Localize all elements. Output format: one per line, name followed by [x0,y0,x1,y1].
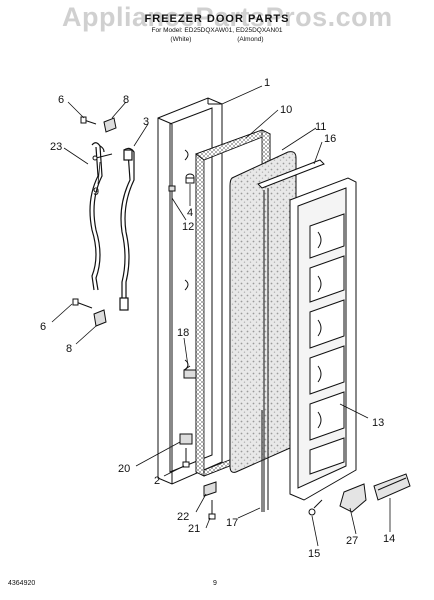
callout-6b: 6 [40,321,46,333]
bracket-27 [339,483,367,513]
screw-15 [308,499,323,516]
callout-numbers: 1 10 11 16 8 6 3 23 9 4 12 18 13 6 8 20 … [40,77,395,560]
door-handle [89,142,105,291]
callout-22: 22 [177,511,189,523]
callout-18: 18 [177,327,189,339]
color-variants: (White) (Almond) [0,36,434,43]
watermark: AppliancePartsPros.com [62,2,393,32]
callout-12: 12 [182,221,194,233]
callout-8b: 8 [66,343,72,355]
door-stop-18 [183,365,197,379]
screw-9 [92,153,113,161]
page-number: 9 [213,580,217,587]
leader-lines [51,85,391,547]
diagram-title: FREEZER DOOR PARTS [144,13,290,25]
callout-13: 13 [372,417,384,429]
callout-15: 15 [308,548,320,560]
callout-21: 21 [188,523,200,535]
handle-screw-bottom [72,298,107,327]
door-outer-panel [157,97,223,485]
callout-6: 6 [58,94,64,106]
callout-2: 2 [154,475,160,487]
model-numbers: For Model: ED25DQXAW01, ED25DQXAN01 [151,27,283,34]
callout-9: 9 [93,186,99,198]
bottom-hinge [179,433,193,468]
callout-17: 17 [226,517,238,529]
liner-trim-strip [257,159,325,512]
callout-16: 16 [324,133,336,145]
callout-20: 20 [118,463,130,475]
door-insulation [229,151,297,473]
callout-4: 4 [187,207,193,219]
handle-screw-top [80,116,117,133]
callout-1: 1 [264,77,270,89]
handle-trim [119,147,135,311]
callout-10: 10 [280,104,292,116]
callout-8: 8 [123,94,129,106]
callout-14: 14 [383,533,395,545]
variant-white: (White) [170,36,192,43]
trim-14 [373,473,411,501]
document-number: 4364920 [8,580,36,587]
variant-almond: (Almond) [237,36,264,43]
cam-assembly [203,481,217,520]
callout-11: 11 [315,121,326,133]
callout-3: 3 [143,116,149,128]
callout-23: 23 [50,141,62,153]
door-liner [289,177,357,501]
callout-27: 27 [346,535,358,547]
